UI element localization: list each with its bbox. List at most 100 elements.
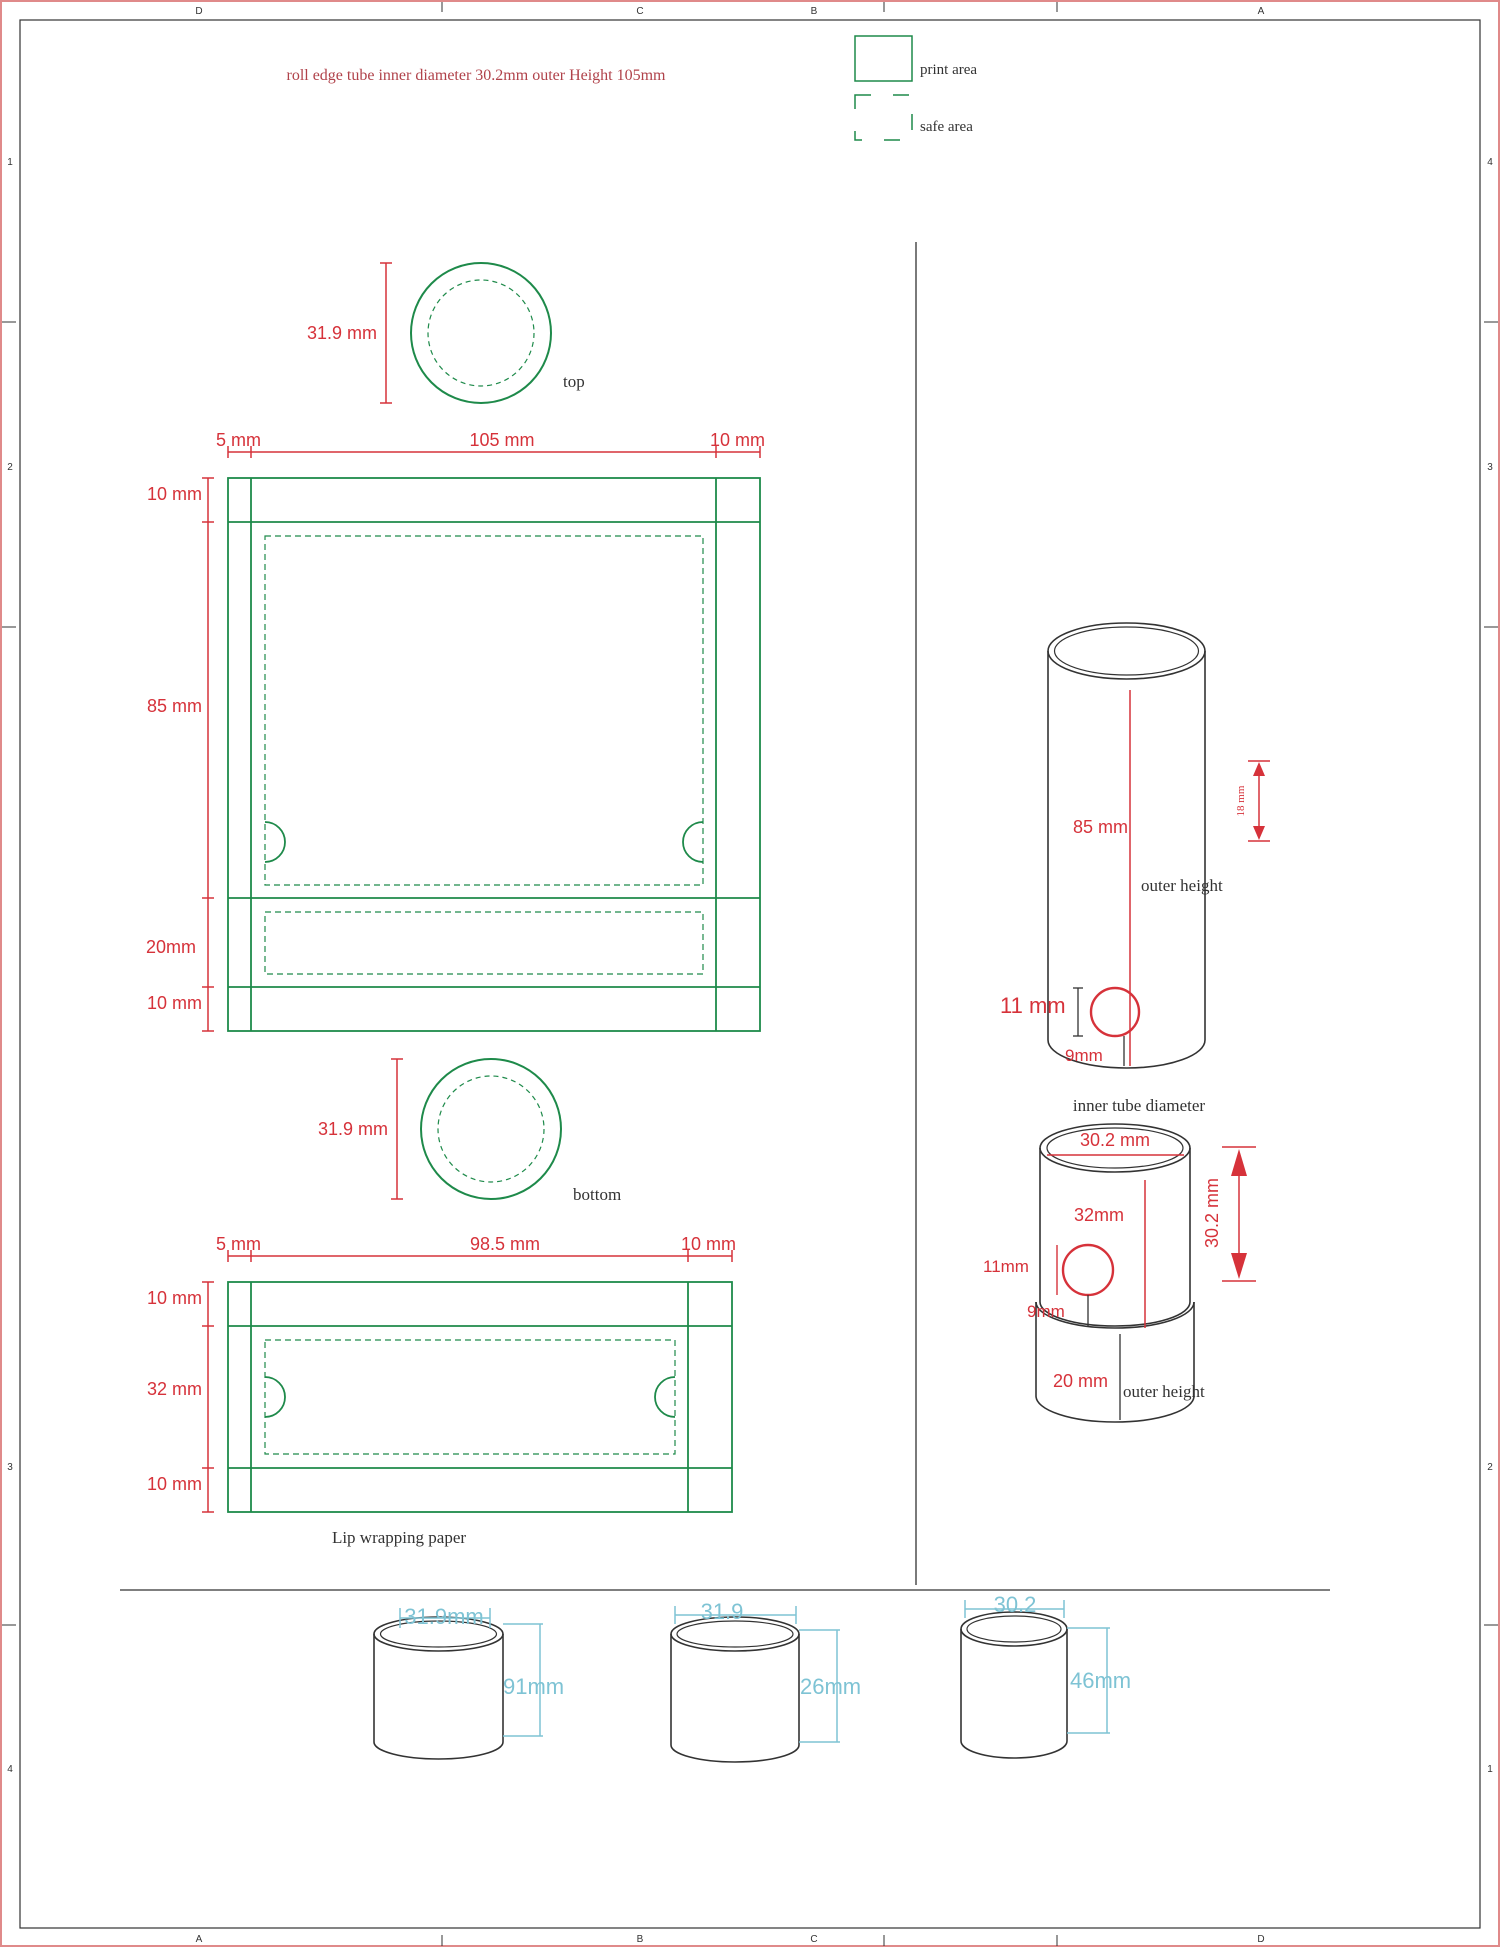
safe-area-label: safe area xyxy=(920,119,973,135)
lip-height-main-label: 32 mm xyxy=(147,1379,202,1399)
lip-height-bottom-label: 10 mm xyxy=(147,1474,202,1494)
lip-right-notch xyxy=(654,1376,676,1418)
cylinder-3-rim-inner xyxy=(966,1615,1062,1643)
zone-letter-bottom-3: C xyxy=(810,1934,817,1945)
zone-number-right-4: 1 xyxy=(1487,1764,1493,1775)
outer-offset-label: 9mm xyxy=(1065,1046,1103,1065)
zone-number-right-3: 2 xyxy=(1487,1462,1493,1473)
outer-height-caption: outer height xyxy=(1141,876,1223,895)
inner-tube-rim-inner xyxy=(1046,1127,1184,1169)
outer-tube: 85 mm outer height 18 mm 11 mm 9mm xyxy=(1000,622,1270,1069)
legend: print area safe area xyxy=(854,35,977,141)
lower-height-caption: outer height xyxy=(1123,1382,1205,1401)
small-dim-arrow-down xyxy=(1253,826,1265,840)
cylinder-1-rim-outer xyxy=(373,1616,504,1652)
inner-tube: inner tube diameter 30.2 mm 32mm 30.2 mm xyxy=(983,1096,1256,1423)
main-height-low-label: 20mm xyxy=(146,937,196,957)
inner-diameter-caption: inner tube diameter xyxy=(1073,1096,1206,1115)
cylinder-2-width-label: 31.9 xyxy=(701,1599,744,1624)
main-safe-area xyxy=(264,535,704,886)
bottom-caption: bottom xyxy=(573,1185,621,1204)
cylinder-1-height-label: 91mm xyxy=(503,1674,564,1699)
print-area-swatch xyxy=(854,35,913,82)
inner-diameter-label: 30.2 mm xyxy=(1080,1130,1150,1150)
inner-hole-label: 11mm xyxy=(983,1257,1029,1276)
zone-number-left-1: 1 xyxy=(7,157,13,168)
lip-left-notch xyxy=(264,1376,286,1418)
top-diameter-label: 31.9 mm xyxy=(307,323,377,343)
zone-letter-top-2: C xyxy=(636,6,643,17)
bottom-safe-circle xyxy=(437,1075,545,1183)
bottom-view: 31.9 mm bottom xyxy=(318,1058,621,1204)
inner-offset-label: 9mm xyxy=(1027,1302,1065,1321)
top-safe-circle xyxy=(427,279,535,387)
inner-tube-hole xyxy=(1061,1243,1115,1297)
bottom-outer-circle xyxy=(420,1058,562,1200)
main-panel: 5 mm 105 mm 10 mm 10 mm 85 mm 20mm 10 mm xyxy=(146,430,765,1032)
zone-number-left-2: 2 xyxy=(7,462,13,473)
side-dim-arrow-down xyxy=(1231,1253,1247,1279)
cylinder-2-height-label: 26mm xyxy=(800,1674,861,1699)
top-view: 31.9 mm top xyxy=(307,262,585,404)
lip-height-top-label: 10 mm xyxy=(147,1288,202,1308)
zone-letter-top-1: D xyxy=(195,6,202,17)
safe-area-swatch xyxy=(854,94,913,141)
lip-width-center-label: 98.5 mm xyxy=(470,1234,540,1254)
zone-letter-bottom-4: D xyxy=(1257,1934,1264,1945)
cylinder-1: 31.9mm 91mm xyxy=(373,1604,564,1760)
zone-number-left-4: 4 xyxy=(7,1764,13,1775)
drawing-title: roll edge tube inner diameter 30.2mm out… xyxy=(286,67,666,84)
lip-panel-outline xyxy=(227,1281,733,1513)
side-dim-arrow-up xyxy=(1231,1149,1247,1176)
main-panel-outline xyxy=(227,477,761,1032)
cylinder-3-rim-outer xyxy=(960,1611,1068,1647)
cylinder-1-width-label: 31.9mm xyxy=(404,1604,483,1629)
zone-number-left-3: 3 xyxy=(7,1462,13,1473)
lip-width-left-label: 5 mm xyxy=(216,1234,261,1254)
inner-border xyxy=(19,19,1481,1929)
main-height-main-label: 85 mm xyxy=(147,696,202,716)
outer-tube-rim-inner xyxy=(1053,626,1200,676)
zone-letter-top-3: B xyxy=(811,6,818,17)
main-width-center-label: 105 mm xyxy=(469,430,534,450)
main-height-top-label: 10 mm xyxy=(147,484,202,504)
outer-tube-hole xyxy=(1089,986,1141,1038)
cylinder-3: 30.2 46mm xyxy=(960,1592,1131,1759)
outer-tube-rim-outer xyxy=(1047,622,1206,680)
main-left-notch xyxy=(264,821,286,863)
main-width-left-label: 5 mm xyxy=(216,430,261,450)
cylinder-1-rim-inner xyxy=(379,1620,498,1648)
main-height-bottom-label: 10 mm xyxy=(147,993,202,1013)
top-caption: top xyxy=(563,372,585,391)
main-width-right-label: 10 mm xyxy=(710,430,765,450)
inner-tube-rim-outer xyxy=(1039,1123,1191,1173)
cylinder-3-width-label: 30.2 xyxy=(994,1592,1037,1617)
print-area-label: print area xyxy=(920,62,977,78)
cylinder-2-rim-inner xyxy=(676,1620,794,1648)
zone-number-right-2: 3 xyxy=(1487,462,1493,473)
cylinder-2: 31.9 26mm xyxy=(670,1599,861,1763)
zone-letter-bottom-2: B xyxy=(637,1934,644,1945)
small-dim-arrow-up xyxy=(1253,762,1265,776)
lip-panel: 5 mm 98.5 mm 10 mm 10 mm 32 mm 10 mm Lip… xyxy=(147,1234,736,1547)
bottom-diameter-label: 31.9 mm xyxy=(318,1119,388,1139)
zone-letter-bottom-1: A xyxy=(196,1934,203,1945)
lower-height-label: 20 mm xyxy=(1053,1371,1108,1391)
small-dim-label: 18 mm xyxy=(1235,785,1247,816)
zone-letter-top-4: A xyxy=(1258,6,1265,17)
main-right-notch xyxy=(682,821,704,863)
lip-safe-area xyxy=(264,1339,676,1455)
lip-caption: Lip wrapping paper xyxy=(332,1528,466,1547)
outer-height-label: 85 mm xyxy=(1073,817,1128,837)
side-dim-label: 30.2 mm xyxy=(1202,1178,1222,1248)
cylinder-3-height-label: 46mm xyxy=(1070,1668,1131,1693)
outer-hole-label: 11 mm xyxy=(1000,993,1066,1018)
low-safe-area xyxy=(264,911,704,975)
top-outer-circle xyxy=(410,262,552,404)
cylinder-2-rim-outer xyxy=(670,1616,800,1652)
lip-width-right-label: 10 mm xyxy=(681,1234,736,1254)
